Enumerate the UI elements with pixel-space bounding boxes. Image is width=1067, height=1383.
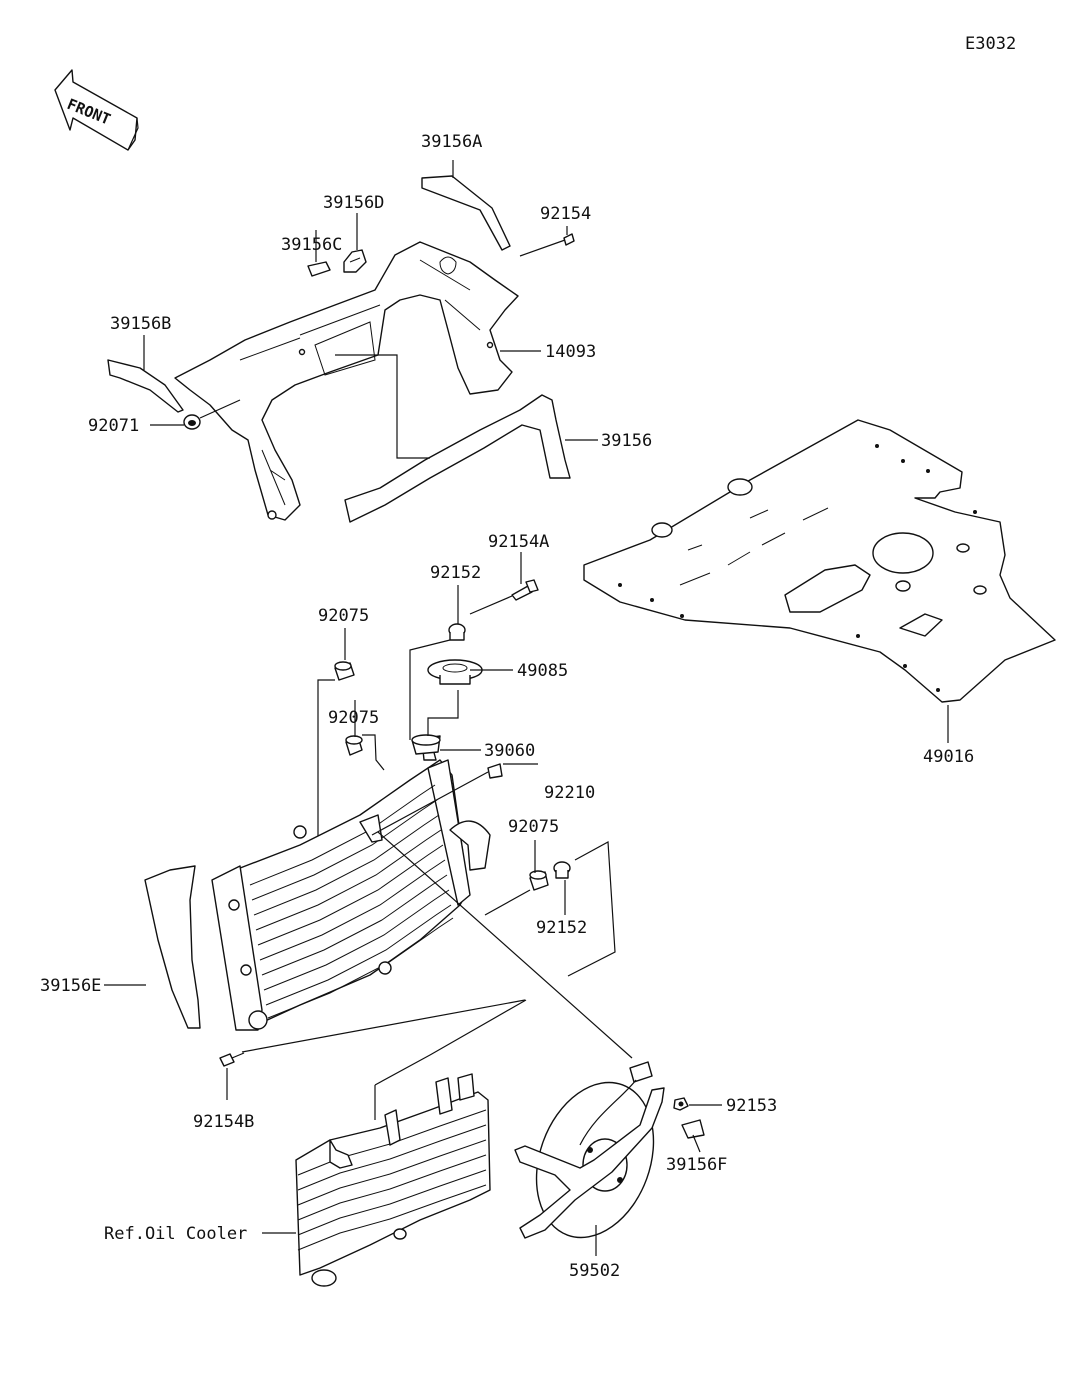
callout-14093: 14093 — [545, 342, 596, 362]
grommet-part-92075-a — [334, 661, 355, 681]
callout-39156A: 39156A — [421, 132, 482, 152]
callout-39156C: 39156C — [281, 235, 342, 255]
callout-39156: 39156 — [601, 431, 652, 451]
oil-cooler — [295, 1073, 491, 1287]
fan-assembly-part-59502 — [514, 1061, 665, 1239]
collar-part-92152-top — [448, 623, 466, 641]
clip-part-39156D — [343, 249, 367, 273]
grommet-part-92075-b — [345, 735, 363, 756]
cap-part-49085 — [427, 659, 483, 685]
nut-part-92210 — [487, 763, 503, 779]
callout-92210: 92210 — [544, 783, 595, 803]
callout-labels: 39156A 39156D 92154 39156C 39156B 14093 … — [40, 132, 974, 1281]
callout-59502: 59502 — [569, 1261, 620, 1281]
leader-lines — [104, 160, 949, 1256]
seal-part-39156 — [344, 394, 571, 523]
grommet-part-92075-c — [529, 870, 549, 891]
callout-92152-mid: 92152 — [536, 918, 587, 938]
callout-92075-c: 92075 — [508, 817, 559, 837]
callout-92075-a: 92075 — [318, 606, 369, 626]
callout-39156D: 39156D — [323, 193, 384, 213]
callout-49016: 49016 — [923, 747, 974, 767]
callout-92154A: 92154A — [488, 532, 549, 552]
collar-part-92152-mid — [553, 861, 571, 879]
filler-neck-part-39060 — [411, 734, 441, 755]
callout-39156F: 39156F — [666, 1155, 727, 1175]
radiator-core — [211, 739, 491, 1031]
seal-part-39156A — [421, 175, 511, 251]
front-arrow-icon: FRONT — [54, 69, 139, 151]
callout-ref-oil-cooler: Ref.Oil Cooler — [104, 1224, 247, 1244]
callout-92153: 92153 — [726, 1096, 777, 1116]
diagram-code: E3032 — [965, 34, 1016, 54]
callout-92154B: 92154B — [193, 1112, 254, 1132]
bolt-part-92154 — [563, 233, 575, 246]
callout-92152-top: 92152 — [430, 563, 481, 583]
callout-92071: 92071 — [88, 416, 139, 436]
callout-39060: 39060 — [484, 741, 535, 761]
callout-92154: 92154 — [540, 204, 591, 224]
pad-part-39156F — [681, 1119, 705, 1139]
shroud-part-14093 — [174, 241, 519, 521]
bolt-part-92154A — [511, 579, 539, 601]
callout-49085: 49085 — [517, 661, 568, 681]
callout-92075-b: 92075 — [328, 708, 379, 728]
plate-part-49016 — [583, 419, 1056, 703]
seal-part-39156B — [107, 359, 184, 413]
bolt-part-92154B — [219, 1052, 245, 1067]
block-part-39156C — [307, 261, 331, 277]
seal-part-39156E — [144, 865, 201, 1029]
callout-39156B: 39156B — [110, 314, 171, 334]
grommet-part-92071 — [183, 414, 201, 430]
callout-39156E: 39156E — [40, 976, 101, 996]
nut-part-92153 — [673, 1097, 689, 1111]
